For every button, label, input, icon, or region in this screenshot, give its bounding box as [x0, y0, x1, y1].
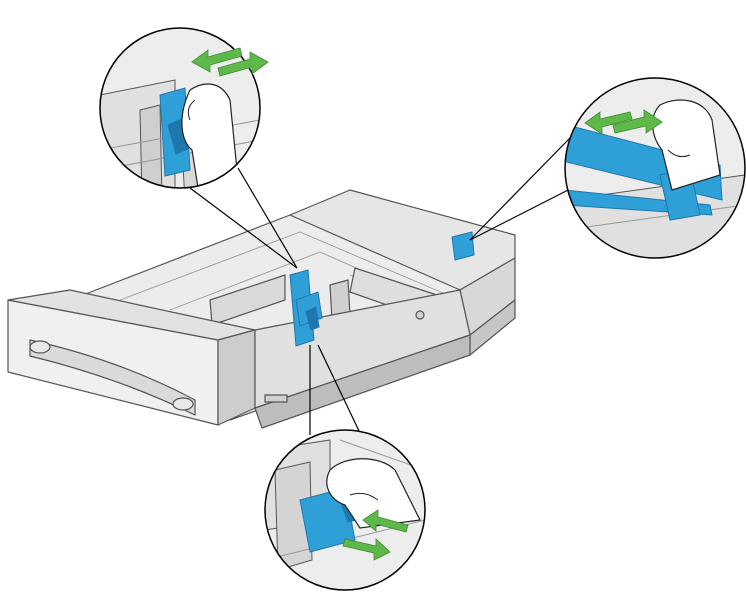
- double-arrow-icon: [584, 109, 663, 135]
- callout-bottom: [264, 429, 426, 591]
- leader-lines: [189, 137, 573, 435]
- callout-top-left: [99, 27, 269, 189]
- double-arrow-icon: [191, 47, 269, 77]
- side-guide: [289, 269, 323, 347]
- length-guide: [451, 231, 475, 261]
- double-arrow-icon: [342, 509, 409, 561]
- paper-tray-icon: [7, 189, 516, 429]
- hand-icon: [181, 83, 241, 188]
- hand-icon: [326, 458, 421, 529]
- callout-right: [564, 77, 746, 259]
